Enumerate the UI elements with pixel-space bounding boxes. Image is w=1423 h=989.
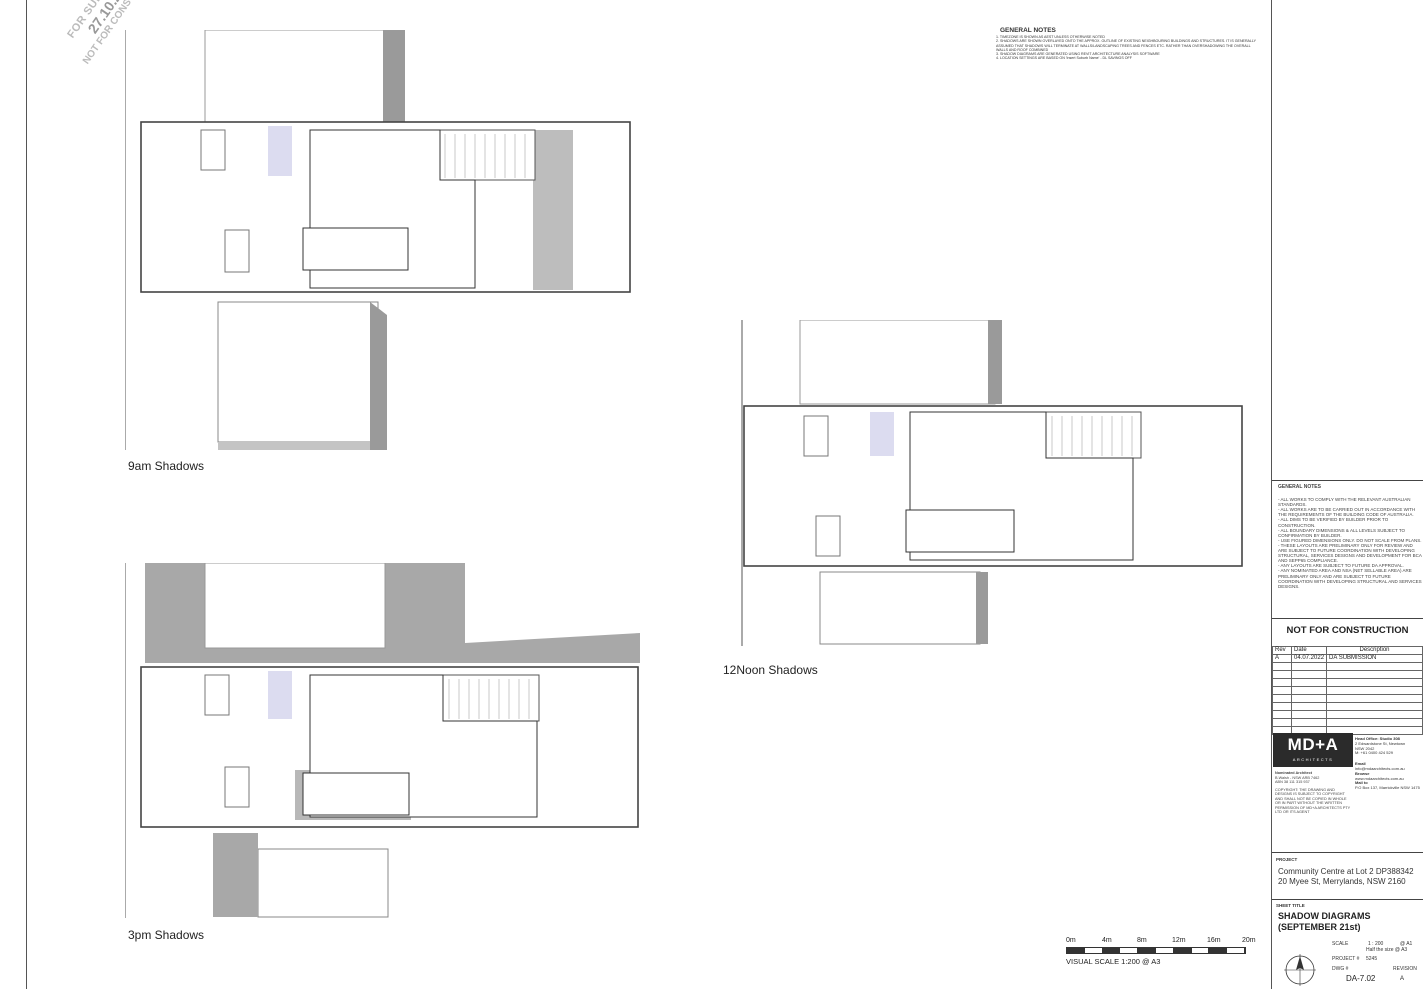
title-block-note: - ALL BOUNDARY DIMENSIONS & ALL LEVELS S… (1278, 527, 1406, 538)
office-details: Head Office: Studio 308 2 Edwardstone St… (1355, 736, 1421, 791)
revision-row-empty (1272, 662, 1423, 671)
title-block-notes: GENERAL NOTES - ALL WORKS TO COMPLY WITH… (1278, 484, 1422, 589)
general-note-4: 4. LOCATION SETTINGS ARE BASED ON 'Inser… (996, 56, 1132, 61)
not-for-construction-label: NOT FOR CONSTRUCTION (1286, 625, 1409, 636)
office-line: NSW 2042 (1355, 745, 1375, 751)
revision-cell: DA SUBMISSION (1326, 654, 1423, 663)
project-label: PROJECT (1276, 857, 1298, 862)
architect-line: ABN 38 111 315 937 (1275, 780, 1310, 784)
plan-9am (125, 30, 645, 450)
project-number-label: PROJECT # (1332, 956, 1360, 962)
title-block-notes-title: GENERAL NOTES (1278, 484, 1321, 490)
scale-size: @ A1 (1400, 941, 1413, 947)
revision-table: Rev Date Description A 04.07.2022 DA SUB… (1272, 646, 1423, 735)
revision-row-empty (1272, 686, 1423, 695)
email-label: Email (1355, 761, 1366, 767)
nominated-architect: Nominated Architect B.Walsh - NSW ARB 74… (1275, 771, 1353, 815)
sheet-title: SHADOW DIAGRAMS (SEPTEMBER 21st) (1278, 911, 1371, 932)
scale-tick-labels: 0m 4m 8m 12m 16m 20m (1066, 937, 1256, 947)
mail-value: P.O Box 137, Marrickville NSW 1475 (1355, 785, 1420, 791)
browse-label: Browse (1355, 770, 1370, 776)
title-block-rule (1272, 480, 1423, 481)
general-note-3: 3. SHADOW DIAGRAMS ARE GENERATED USING R… (996, 52, 1160, 57)
scale-tick: 4m (1102, 937, 1112, 944)
architect-line: B.Walsh - NSW ARB 7462 (1275, 775, 1320, 780)
general-note-1: 1. TIMEZONE IS SHOWN AS AEST UNLESS OTHE… (996, 35, 1106, 39)
sheet-border-left (26, 0, 27, 989)
office-line: 2 Edwardstone St, Newtown (1355, 740, 1406, 746)
scale-tick: 16m (1207, 937, 1221, 944)
plan-12noon-drawing (741, 320, 1243, 646)
date-header: Date (1290, 646, 1328, 655)
description-header: Description (1326, 646, 1423, 655)
title-block: GENERAL NOTES - ALL WORKS TO COMPLY WITH… (1272, 0, 1423, 989)
title-block-note: - THESE LAYOUTS ARE PRELIMINARY ONLY FOR… (1278, 542, 1422, 564)
general-note-2: 2. SHADOWS ARE SHOWN OVERLAYED ONTO THE … (996, 39, 1256, 52)
title-block-note: - ANY LAYOUTS ARE SUBJECT TO FUTURE DA A… (1278, 563, 1404, 569)
scale-bar-graphic (1066, 947, 1246, 954)
plan-9am-drawing (125, 30, 631, 450)
scale-tick: 0m (1066, 937, 1076, 944)
scale-caption: VISUAL SCALE 1:200 @ A3 (1066, 957, 1161, 966)
mail-label: Mail to (1355, 780, 1368, 786)
title-block-rule (1272, 852, 1423, 853)
general-notes-title: GENERAL NOTES (1000, 27, 1056, 34)
rev-header: Rev (1272, 646, 1292, 655)
scale-half: Half the size @ A3 (1366, 947, 1408, 953)
revision-row-empty (1272, 702, 1423, 711)
office-line: Head Office: Studio 308 (1355, 736, 1400, 741)
scale-tick: 12m (1172, 937, 1186, 944)
plan-3pm-drawing (125, 563, 640, 918)
scale-label: SCALE (1332, 941, 1349, 947)
sheet-border-right (1271, 0, 1272, 989)
drawing-number: DA-7.02 (1346, 974, 1376, 983)
title-block-rule (1272, 899, 1423, 900)
email-value[interactable]: info@mdaarchitects.com.au (1355, 765, 1405, 771)
project-number: 5245 (1366, 956, 1378, 962)
office-line: M: +61 0400 424 529 (1355, 750, 1393, 756)
revision-row-empty (1272, 678, 1423, 687)
plan-12noon (738, 320, 1248, 646)
title-block-note: - ANY NOMINATED AREA AND NSA (NET SELLAB… (1278, 568, 1422, 589)
title-block-note: - ALL WORKS TO COMPLY WITH THE RELEVANT … (1278, 497, 1411, 508)
revision-value: A (1400, 976, 1405, 982)
browse-value[interactable]: www.mdaarchitects.com.au (1355, 775, 1404, 781)
general-notes-top: GENERAL NOTES 1. TIMEZONE IS SHOWN AS AE… (996, 26, 1256, 61)
title-block-note: - USE FIGURED DIMENSIONS ONLY. DO NOT SC… (1278, 537, 1422, 543)
caption-3pm: 3pm Shadows (128, 928, 205, 942)
scale-tick: 20m (1242, 937, 1256, 944)
dwg-label: DWG # (1332, 966, 1349, 972)
logo-subtext: ARCHITECTS (1292, 757, 1334, 762)
title-block-note: - ALL WORKS ARE TO BE CARRIED OUT IN ACC… (1278, 507, 1416, 518)
title-block-rule (1272, 618, 1423, 619)
mda-logo: MD+A ARCHITECTS (1273, 733, 1353, 767)
scale-value: 1 : 200 (1368, 941, 1384, 947)
revision-header-row: Rev Date Description (1272, 646, 1423, 655)
visual-scale-bar: 0m 4m 8m 12m 16m 20m VISUAL SCALE 1:200 … (1066, 937, 1256, 966)
revision-cell: 04.07.2022 (1290, 654, 1328, 663)
revision-row-empty (1272, 670, 1423, 679)
sheet-title-line-2: (SEPTEMBER 21st) (1278, 921, 1361, 932)
revision-cell: A (1272, 654, 1292, 663)
project-name: Community Centre at Lot 2 DP388342 (1278, 867, 1414, 876)
sheet-title-label: SHEET TITLE (1276, 903, 1305, 908)
revision-row-empty (1272, 710, 1423, 719)
architect-line: Nominated Architect (1275, 771, 1312, 775)
title-block-note: - ALL DIMS TO BE VERIFIED BY BUILDER PRI… (1278, 517, 1389, 528)
copyright-notice: COPYRIGHT: THE DRAWING AND DESIGNS IS SU… (1275, 787, 1351, 815)
sheet-title-line-1: SHADOW DIAGRAMS (1278, 911, 1371, 921)
plan-3pm (125, 563, 645, 918)
revision-row-empty (1272, 718, 1423, 727)
revision-label: REVISION (1393, 966, 1417, 972)
project-details: Community Centre at Lot 2 DP388342 20 My… (1278, 867, 1414, 886)
logo-text: MD+A (1287, 735, 1339, 754)
revision-row: A 04.07.2022 DA SUBMISSION (1272, 654, 1423, 663)
project-address: 20 Myee St, Merrylands, NSW 2160 (1278, 876, 1406, 886)
revision-row-empty (1272, 694, 1423, 703)
caption-9am: 9am Shadows (128, 459, 205, 473)
north-arrow-icon (1284, 954, 1316, 986)
caption-12noon: 12Noon Shadows (723, 663, 818, 677)
scale-tick: 8m (1137, 937, 1147, 944)
